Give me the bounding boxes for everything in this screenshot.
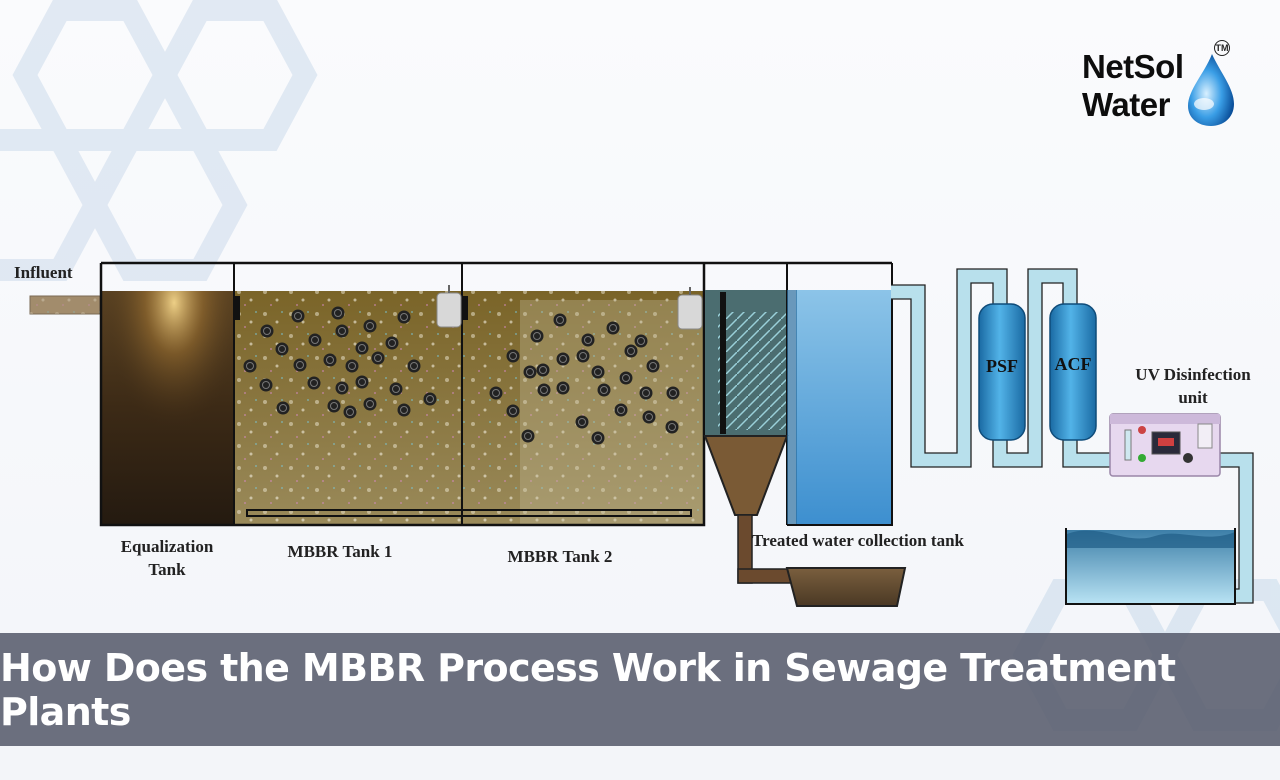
page-title: How Does the MBBR Process Work in Sewage…	[0, 645, 1176, 734]
uv-disinfection-unit	[1109, 413, 1221, 477]
treated-water-pipe	[891, 269, 1253, 603]
uv-unit-label-line1: UV Disinfection	[1135, 365, 1251, 384]
psf-label: PSF	[986, 356, 1018, 376]
mbbr-process-diagram: PSF ACF	[29, 261, 1254, 607]
water-drop-icon	[1188, 54, 1234, 126]
uv-unit-label: UV Disinfection unit	[1118, 364, 1268, 410]
aeration-grid	[246, 509, 692, 517]
equalization-tank-label-line1: Equalization	[120, 537, 214, 556]
acf-filter: ACF	[1049, 303, 1097, 441]
equalization-tank-label-line2: Tank	[148, 559, 186, 579]
tube-settler	[703, 263, 797, 584]
netsol-water-logo: NetSol Water TM	[1082, 40, 1242, 130]
logo-text-line2: Water	[1082, 86, 1170, 123]
trademark-badge: TM	[1214, 40, 1230, 56]
title-banner	[0, 633, 1280, 746]
mbbr-tank-2-label: MBBR Tank 2	[507, 547, 613, 566]
psf-filter: PSF	[978, 303, 1026, 441]
influent-label: Influent	[14, 263, 73, 282]
treated-water-tank-label: Treated water collection tank	[752, 531, 964, 550]
sludge-tank	[785, 567, 907, 607]
acf-label: ACF	[1055, 354, 1092, 374]
uv-unit-label-line2: unit	[1178, 387, 1208, 407]
equalization-tank-label: Equalization Tank	[96, 536, 238, 582]
mbbr-tank-1-label: MBBR Tank 1	[287, 542, 393, 561]
mixer-icon	[436, 285, 462, 328]
mixer-icon	[677, 287, 703, 330]
final-water-tank	[1065, 528, 1236, 605]
treated-water-tank	[796, 290, 891, 525]
logo-text-line1: NetSol	[1082, 48, 1184, 85]
